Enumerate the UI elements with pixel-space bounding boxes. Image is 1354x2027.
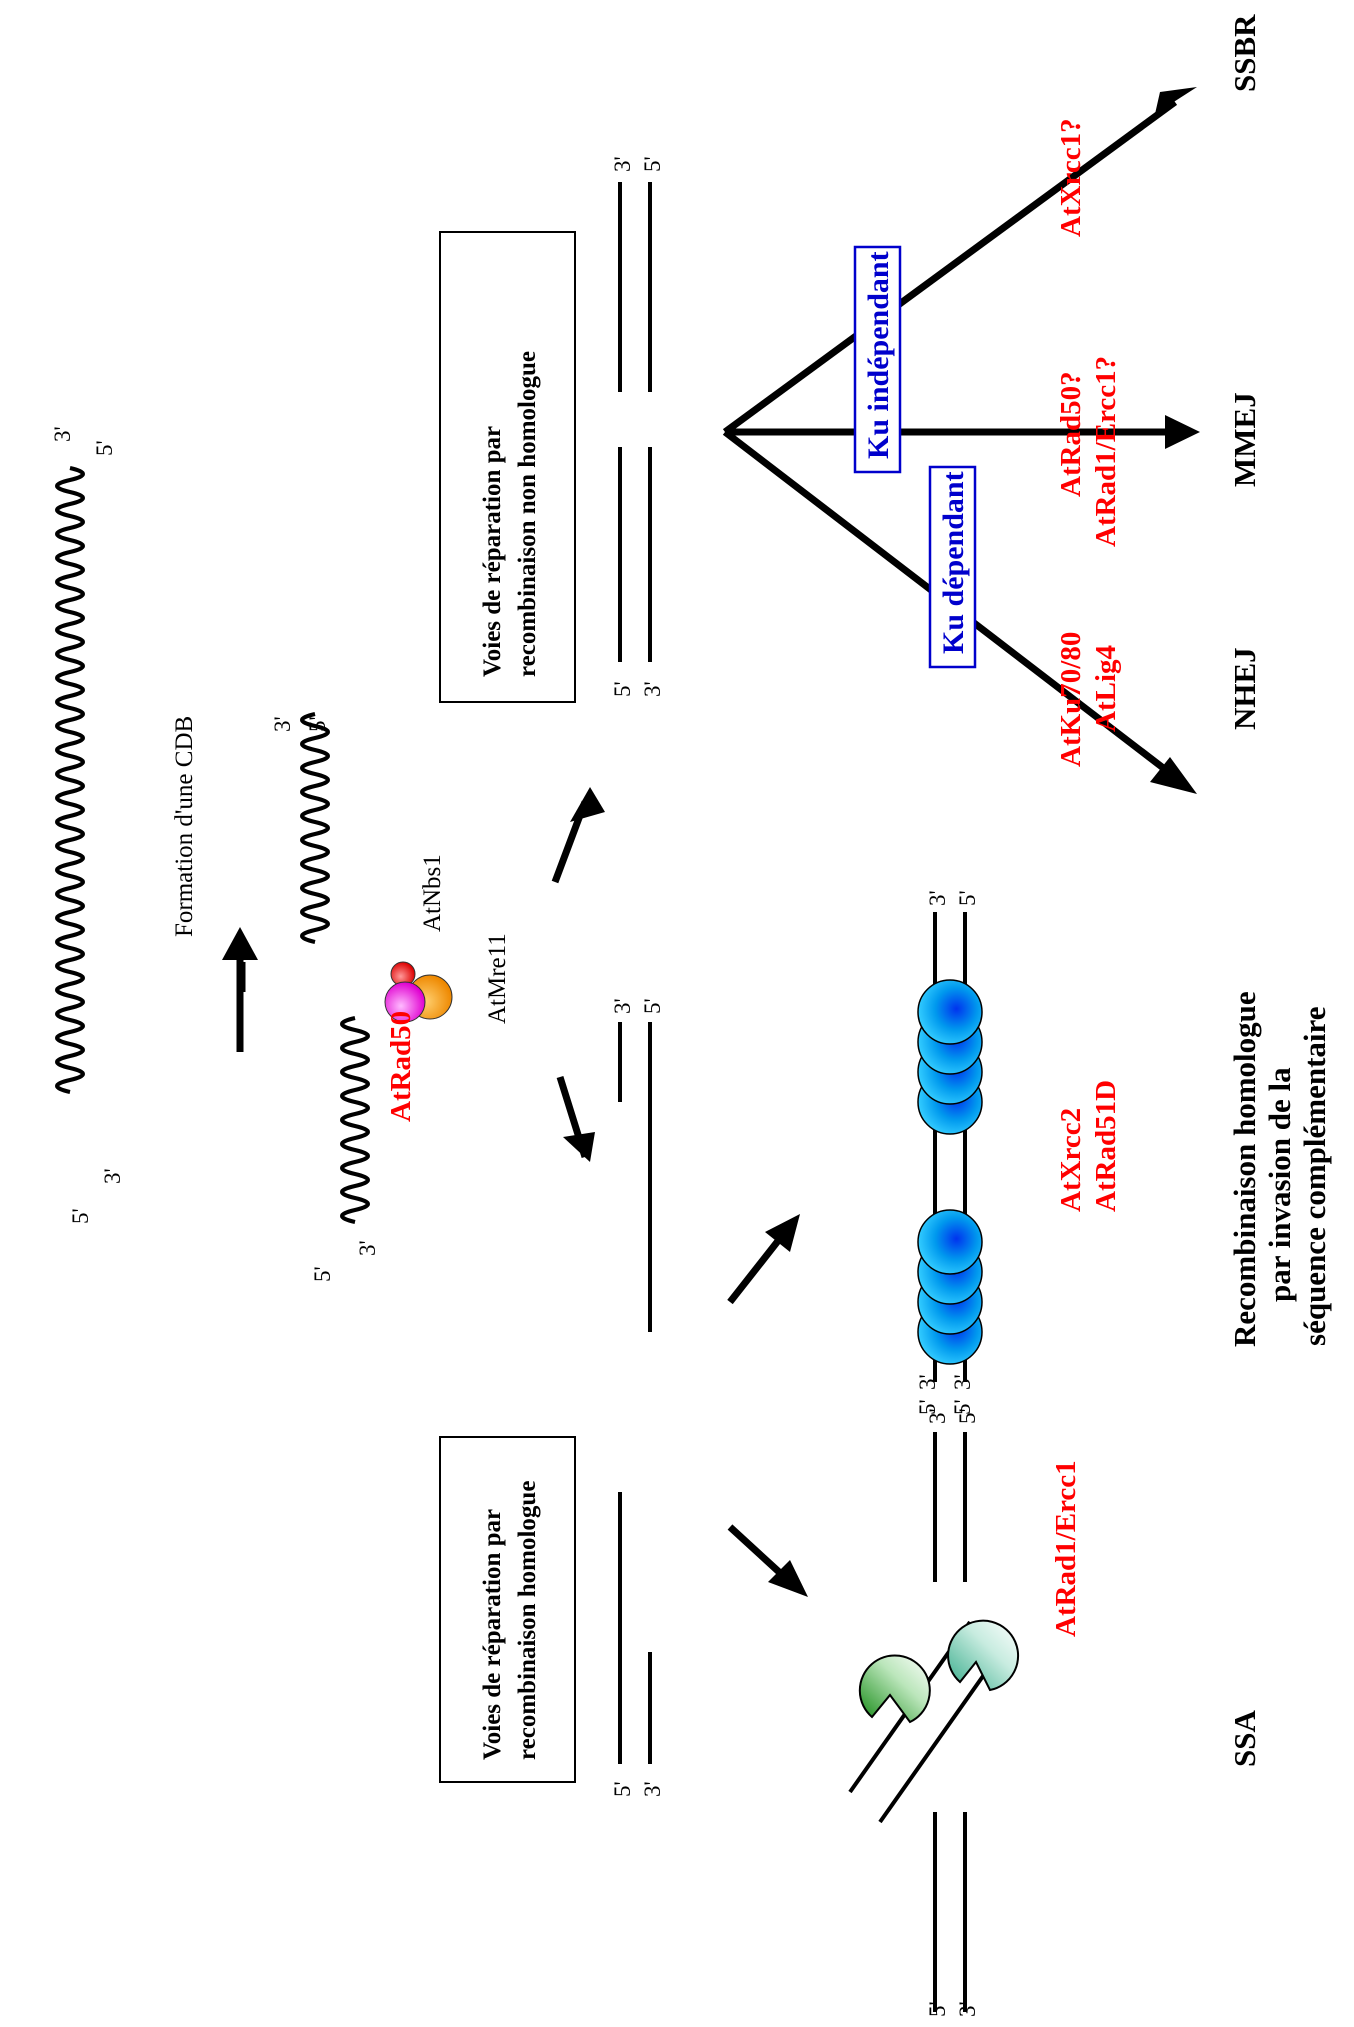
ercc1-protein-2 (947, 1619, 1020, 1692)
formation-arrow-tip (222, 927, 258, 960)
nhr-box: Voies de réparation par recombinaison no… (439, 231, 576, 703)
arrow-to-hr-head (563, 1132, 595, 1162)
inv-end-4: 3' (950, 1374, 975, 1390)
ssbr-label: SSBR (1227, 14, 1262, 92)
nhr-end-3a: 3' (640, 681, 665, 697)
ku-dependant-label: Ku dépendant (937, 471, 970, 654)
intact-dna: 5' 3' 3' 5' (50, 426, 125, 1224)
ssa-end-1: 5' (925, 2001, 950, 2017)
branch-arrows (551, 787, 605, 1162)
broken-3prime: 3' (355, 1240, 380, 1256)
atrad50-label: AtRad50 (385, 1011, 417, 1122)
ku-independant-label: Ku indépendant (862, 251, 895, 459)
invasion-label-3: séquence complémentaire (1297, 1007, 1332, 1347)
nhr-box-line1: Voies de réparation par (479, 426, 506, 677)
hr-end-3a: 3' (640, 1781, 665, 1797)
ssa-label: SSA (1227, 1710, 1262, 1767)
ssa-end-4: 5' (955, 1408, 980, 1424)
inv-end-2: 3' (915, 1374, 940, 1390)
ssa-end-3: 3' (925, 1408, 950, 1424)
broken-3prime-end: 3' (270, 716, 295, 732)
nhr-dna: 5' 3' 3' 5' (610, 156, 665, 697)
broken-dna: 5' 3' 3' 5' (270, 712, 380, 1282)
inv-end-3: 5' (950, 1399, 975, 1415)
dna-top-5prime: 5' (68, 1208, 93, 1224)
mmej-label: MMEJ (1227, 392, 1262, 487)
inv-end-1: 5' (915, 1399, 940, 1415)
mrn-complex: AtRad50 AtMre11 AtNbs1 (384, 854, 511, 1122)
arrow-to-nhr-head (570, 787, 605, 822)
dna-top-3prime-end: 3' (50, 426, 75, 442)
hr-box-line2: recombinaison homologue (514, 1481, 541, 1760)
rad50-ball (384, 981, 426, 1023)
rad51-filament-2 (917, 979, 983, 1135)
nhej-protein-1: AtKu70/80 (1055, 632, 1087, 767)
rad51-filament-1 (917, 1209, 983, 1365)
arrow-ssbr (722, 99, 1178, 435)
atmre11-label: AtMre11 (484, 933, 511, 1024)
dna-helix-right-fragment (300, 712, 330, 944)
inv-end-6: 5' (955, 890, 980, 906)
nhr-end-3b: 3' (610, 156, 635, 172)
invasion-arrow-head (765, 1214, 800, 1252)
broken-5prime-end: 5' (305, 716, 330, 732)
mmej-protein-2: AtRad1/Ercc1? (1090, 356, 1122, 547)
nhej-branches (722, 87, 1200, 794)
dna-helix-left-fragment (340, 1016, 370, 1224)
atnbs1-label: AtNbs1 (419, 854, 446, 932)
ssa-end-2: 3' (955, 2001, 980, 2017)
ssa-product: 5' 3' 3' 5' AtRad1/Ercc1 SSA (848, 1408, 1262, 2017)
ssbr-protein: AtXrcc1? (1055, 118, 1087, 237)
inv-end-5: 3' (925, 890, 950, 906)
invasion-label-2: par invasion de la (1262, 1067, 1297, 1302)
invasion-label-1: Recombinaison homologue (1227, 991, 1262, 1347)
dna-top-3prime: 3' (100, 1168, 125, 1184)
hr-resected-dna: 5' 3' 3' 5' (610, 998, 665, 1797)
atxrcc2-label: AtXrcc2 (1055, 1108, 1087, 1212)
ku-independant-box: Ku indépendant (853, 245, 902, 474)
mmej-protein-1: AtRad50? (1055, 371, 1087, 497)
dna-top-5prime-end: 5' (92, 440, 117, 456)
hr-end-5a: 5' (610, 1781, 635, 1797)
ercc1-protein-1 (858, 1654, 931, 1724)
nhej-label: NHEJ (1227, 647, 1262, 730)
broken-5prime: 5' (310, 1266, 335, 1282)
hr-box-line1: Voies de réparation par (479, 1509, 506, 1760)
nhej-protein-2: AtLig4 (1090, 645, 1122, 732)
ku-dependant-box: Ku dépendant (928, 465, 977, 669)
hr-end-3b: 3' (610, 998, 635, 1014)
dna-helix-intact (55, 466, 85, 1094)
nhr-end-5b: 5' (640, 156, 665, 172)
hr-end-5b: 5' (640, 998, 665, 1014)
hr-invasion-product: 5' 3' 5' 3' 3' 5' AtXrcc2 AtRad51D Recom… (915, 890, 1332, 1415)
ssa-protein-label: AtRad1/Ercc1 (1050, 1460, 1082, 1637)
nhr-box-line2: recombinaison non homologue (514, 351, 541, 677)
nhr-end-5a: 5' (610, 681, 635, 697)
atrad51d-label: AtRad51D (1090, 1080, 1122, 1212)
hr-box: Voies de réparation par recombinaison ho… (439, 1436, 576, 1783)
hr-sub-arrows (727, 1214, 808, 1597)
ssa-arrow-head (768, 1560, 808, 1597)
